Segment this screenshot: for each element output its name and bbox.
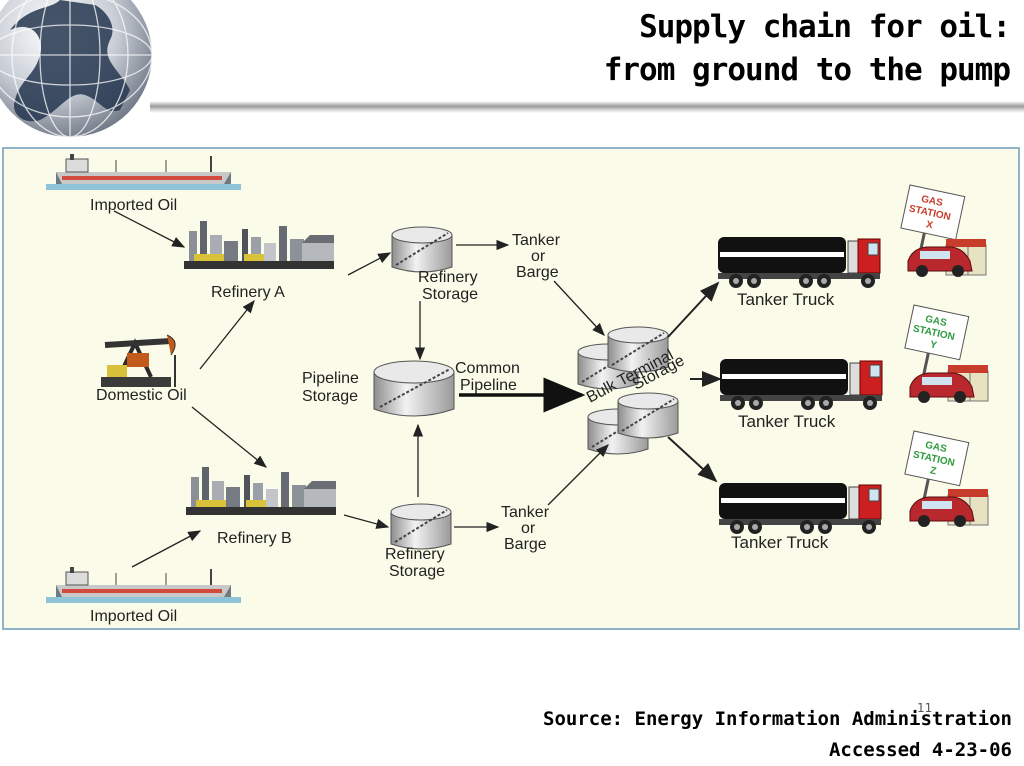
- imported-oil-ship-bottom: [45, 566, 242, 604]
- refinery-storage-bottom-tank: [390, 503, 452, 550]
- arrow-tanker-top-to-terminal: [553, 280, 605, 336]
- page-number: 11: [917, 701, 933, 715]
- source-text: Source: Energy Information Administratio…: [543, 708, 1012, 730]
- refinery-storage-bottom-label-1: Refinery: [385, 546, 445, 563]
- pipeline-storage-tank: [373, 360, 455, 417]
- gas-station-z: GAS STATION Z: [904, 430, 989, 528]
- page-title: Supply chain for oil: from ground to the…: [603, 6, 1011, 92]
- imported-oil-ship-top: [45, 153, 242, 191]
- imported-oil-bottom-label: Imported Oil: [90, 608, 177, 625]
- tanker-barge-top-label-1: Tanker: [512, 232, 561, 249]
- arrow-domestic-to-refinery-b: [191, 406, 268, 468]
- globe-icon: [0, 0, 153, 138]
- arrow-terminal-to-truck-1: [667, 281, 720, 338]
- refinery-a-icon: [184, 221, 334, 269]
- imported-oil-top-label: Imported Oil: [90, 197, 177, 214]
- station-y-sign-3: Y: [929, 339, 938, 351]
- diagram-panel: Imported Oil Refinery A Domestic Oil Ref…: [2, 147, 1020, 630]
- pipeline-storage-label-1: Pipeline: [302, 370, 359, 387]
- tanker-barge-bottom-label-1: Tanker: [501, 504, 550, 521]
- refinery-storage-top-label-1: Refinery: [418, 269, 478, 286]
- refinery-a-label: Refinery A: [211, 284, 285, 301]
- arrow-refinery-a-to-storage: [347, 252, 392, 276]
- supply-chain-diagram: Imported Oil Refinery A Domestic Oil Ref…: [45, 153, 989, 625]
- tanker-truck-1: [717, 236, 881, 289]
- arrow-import-to-refinery-b: [131, 530, 202, 568]
- refinery-b-label: Refinery B: [217, 530, 292, 547]
- title-divider: [150, 101, 1024, 113]
- station-y-sign-1: GAS: [924, 314, 948, 329]
- arrow-tanker-bottom-to-terminal: [547, 444, 609, 506]
- arrow-terminal-to-truck-3: [667, 436, 718, 483]
- tanker-truck-2: [719, 358, 883, 411]
- tanker-truck-1-label: Tanker Truck: [737, 290, 835, 309]
- refinery-storage-top-label-2: Storage: [422, 286, 478, 303]
- tanker-barge-bottom-label-3: Barge: [504, 536, 547, 553]
- oil-derrick-icon: [101, 335, 175, 387]
- arrow-domestic-to-refinery-a: [199, 299, 255, 370]
- refinery-storage-top-tank: [391, 226, 453, 273]
- gas-station-x: GAS STATION X: [900, 184, 987, 278]
- station-z-sign-3: Z: [929, 465, 937, 477]
- station-z-sign-1: GAS: [924, 440, 948, 455]
- common-pipeline-label-2: Pipeline: [460, 377, 517, 394]
- tanker-barge-top-label-2: or: [531, 248, 546, 265]
- arrow-refinery-b-to-storage: [343, 514, 390, 529]
- station-x-sign-1: GAS: [920, 194, 944, 209]
- domestic-oil-label: Domestic Oil: [96, 387, 187, 404]
- tanker-barge-bottom-label-2: or: [521, 520, 536, 537]
- tanker-truck-3: [718, 482, 882, 535]
- station-x-sign-3: X: [925, 219, 934, 231]
- tanker-truck-3-label: Tanker Truck: [731, 533, 829, 552]
- tanker-barge-top-label-3: Barge: [516, 264, 559, 281]
- refinery-b-icon: [186, 467, 336, 515]
- accessed-date: Accessed 4-23-06: [828, 739, 1012, 761]
- gas-station-y: GAS STATION Y: [904, 304, 989, 404]
- common-pipeline-label-1: Common: [455, 360, 520, 377]
- pipeline-storage-label-2: Storage: [302, 388, 358, 405]
- title-line-2: from ground to the pump: [603, 52, 1011, 88]
- flow-arrows: [113, 210, 722, 568]
- source-footer: Source: Energy Information Administratio…: [543, 704, 1012, 766]
- arrow-import-to-refinery-a: [113, 210, 186, 248]
- tanker-truck-2-label: Tanker Truck: [738, 412, 836, 431]
- title-line-1: Supply chain for oil:: [639, 9, 1011, 45]
- refinery-storage-bottom-label-2: Storage: [389, 563, 445, 580]
